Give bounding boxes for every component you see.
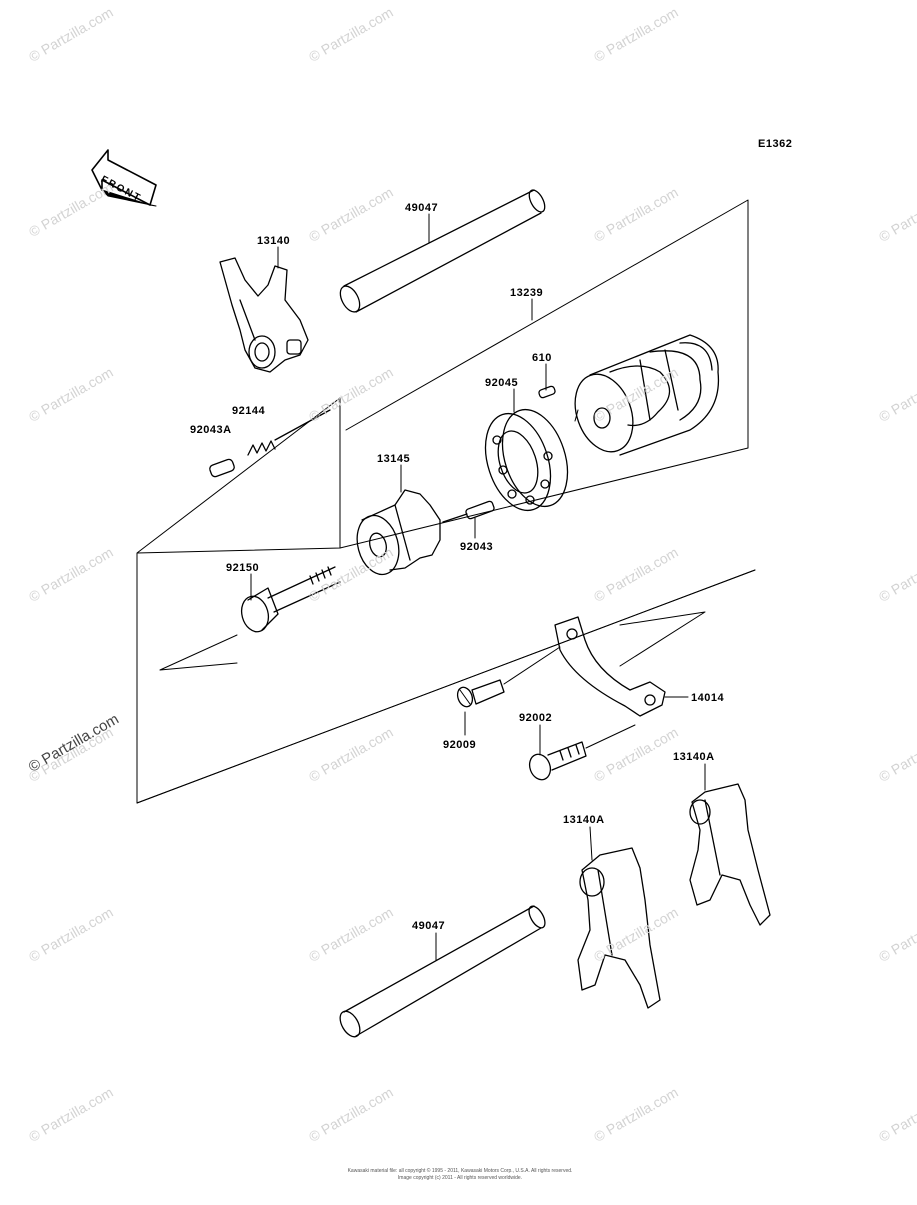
spring bbox=[247, 409, 331, 456]
shift-fork-middle bbox=[577, 847, 661, 1009]
part-label-92043a[interactable]: 92043A bbox=[190, 424, 232, 436]
holder-plate bbox=[554, 616, 689, 717]
pin-92043 bbox=[442, 500, 495, 523]
front-arrow-icon bbox=[91, 149, 157, 207]
diagram-code: E1362 bbox=[758, 138, 793, 150]
drum-cam bbox=[356, 489, 441, 576]
shift-fork-upper bbox=[219, 257, 309, 373]
bearing bbox=[484, 408, 569, 512]
shift-rod-upper bbox=[339, 189, 546, 313]
part-label-13140a-middle[interactable]: 13140A bbox=[563, 814, 605, 826]
bolt-92002 bbox=[528, 724, 636, 781]
pin-92043a bbox=[209, 458, 235, 478]
part-label-13140a-right[interactable]: 13140A bbox=[673, 751, 715, 763]
shift-fork-right bbox=[689, 783, 771, 926]
part-label-13145[interactable]: 13145 bbox=[377, 453, 411, 465]
part-label-92150[interactable]: 92150 bbox=[226, 562, 260, 574]
part-label-92009[interactable]: 92009 bbox=[443, 739, 477, 751]
leader-lines bbox=[250, 213, 706, 961]
part-label-49047-upper[interactable]: 49047 bbox=[405, 202, 439, 214]
shift-rod-lower bbox=[339, 905, 546, 1038]
screw-92009 bbox=[456, 646, 561, 708]
part-label-92043[interactable]: 92043 bbox=[460, 541, 494, 553]
footer-copyright: Kawasaki material file: all copyright © … bbox=[347, 1168, 573, 1174]
bolt-92150 bbox=[240, 566, 341, 633]
assembly-box-upper bbox=[339, 199, 749, 549]
part-label-14014[interactable]: 14014 bbox=[691, 692, 725, 704]
part-label-610[interactable]: 610 bbox=[532, 352, 552, 364]
part-label-92002[interactable]: 92002 bbox=[519, 712, 553, 724]
pin-610 bbox=[538, 385, 556, 399]
shift-drum bbox=[574, 334, 720, 456]
part-label-49047-lower[interactable]: 49047 bbox=[412, 920, 446, 932]
footer-copyright-2: Image copyright (c) 2011 - All rights re… bbox=[397, 1175, 523, 1181]
part-label-13140[interactable]: 13140 bbox=[257, 235, 291, 247]
part-label-92045[interactable]: 92045 bbox=[485, 377, 519, 389]
part-label-13239[interactable]: 13239 bbox=[510, 287, 544, 299]
part-label-92144[interactable]: 92144 bbox=[232, 405, 266, 417]
